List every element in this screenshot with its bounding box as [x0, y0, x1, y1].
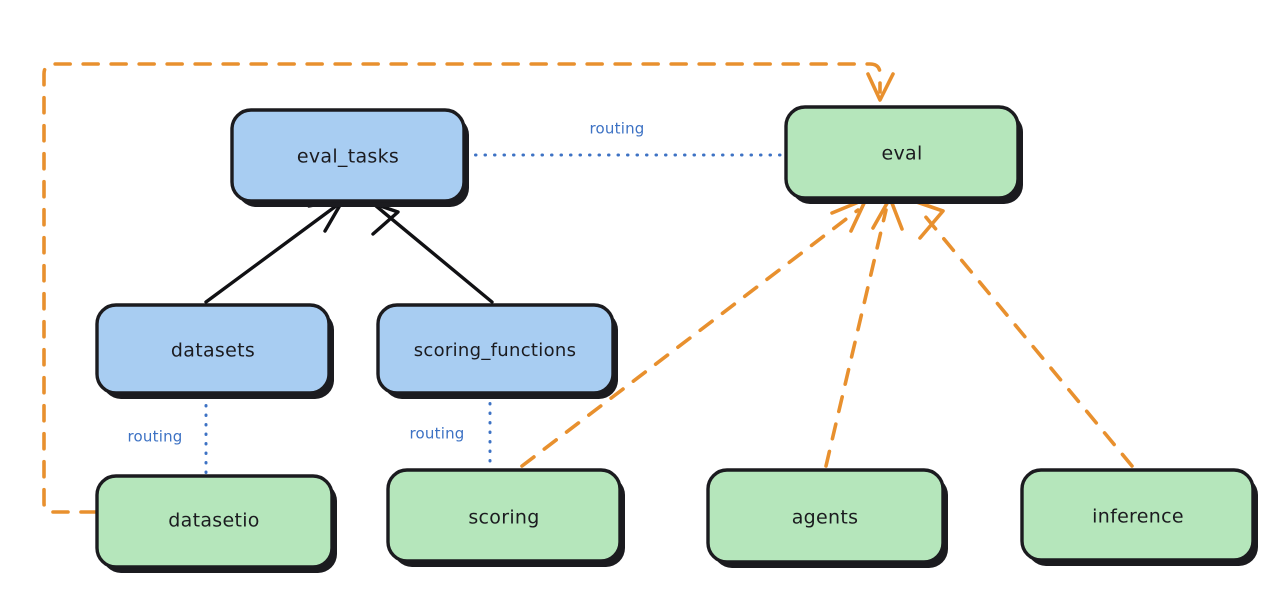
edge-label-routing-datasets-datasetio: routing [128, 428, 183, 446]
node-eval-tasks-box [230, 108, 466, 203]
node-datasets[interactable]: datasets [95, 303, 334, 399]
dependency-edge-inference-eval-path [918, 208, 1134, 468]
solid-edge-datasets-eval-tasks [204, 198, 345, 304]
node-scoring-box [386, 468, 622, 563]
node-scoring-functions-box [376, 303, 615, 395]
dependency-edge-agents-eval-path [824, 208, 888, 468]
node-eval[interactable]: eval [784, 105, 1023, 204]
node-eval-label: eval [881, 143, 922, 165]
node-inference-box [1020, 468, 1255, 562]
dependency-edge-scoring-eval-path [520, 208, 860, 468]
dependency-edge-agents-eval [824, 196, 904, 468]
node-eval-tasks[interactable]: eval_tasks [230, 108, 469, 207]
node-inference[interactable]: inference [1020, 468, 1258, 566]
solid-edge-scoring-functions-eval-tasks [364, 199, 494, 304]
node-scoring[interactable]: scoring [386, 468, 625, 567]
solid-edge-scoring-functions-eval-tasks-path [374, 204, 494, 304]
node-datasetio-box [95, 474, 334, 569]
node-agents-label: agents [792, 507, 859, 529]
node-eval-box [784, 105, 1020, 200]
node-scoring-label: scoring [468, 507, 539, 529]
dependency-edge-datasetio-eval-arrowhead [866, 72, 895, 102]
node-datasetio[interactable]: datasetio [95, 474, 337, 573]
node-agents-box [706, 468, 945, 564]
solid-edge-datasets-eval-tasks-path [204, 204, 338, 304]
node-datasets-box [95, 303, 331, 395]
node-datasets-label: datasets [171, 340, 255, 362]
node-eval-tasks-label: eval_tasks [297, 146, 399, 168]
node-inference-label: inference [1092, 506, 1184, 528]
edge-label-routing-scoring-functions-scoring: routing [410, 425, 465, 443]
dependency-edge-datasetio-eval-path [42, 62, 882, 514]
edge-label-routing-eval-tasks-eval: routing [590, 120, 645, 138]
node-agents[interactable]: agents [706, 468, 948, 568]
dependency-edge-inference-eval [906, 197, 1134, 468]
dependency-edge-datasetio-eval [42, 62, 895, 514]
node-scoring-functions[interactable]: scoring_functions [376, 303, 618, 399]
node-datasetio-label: datasetio [168, 510, 259, 532]
node-scoring-functions-label: scoring_functions [414, 340, 577, 361]
